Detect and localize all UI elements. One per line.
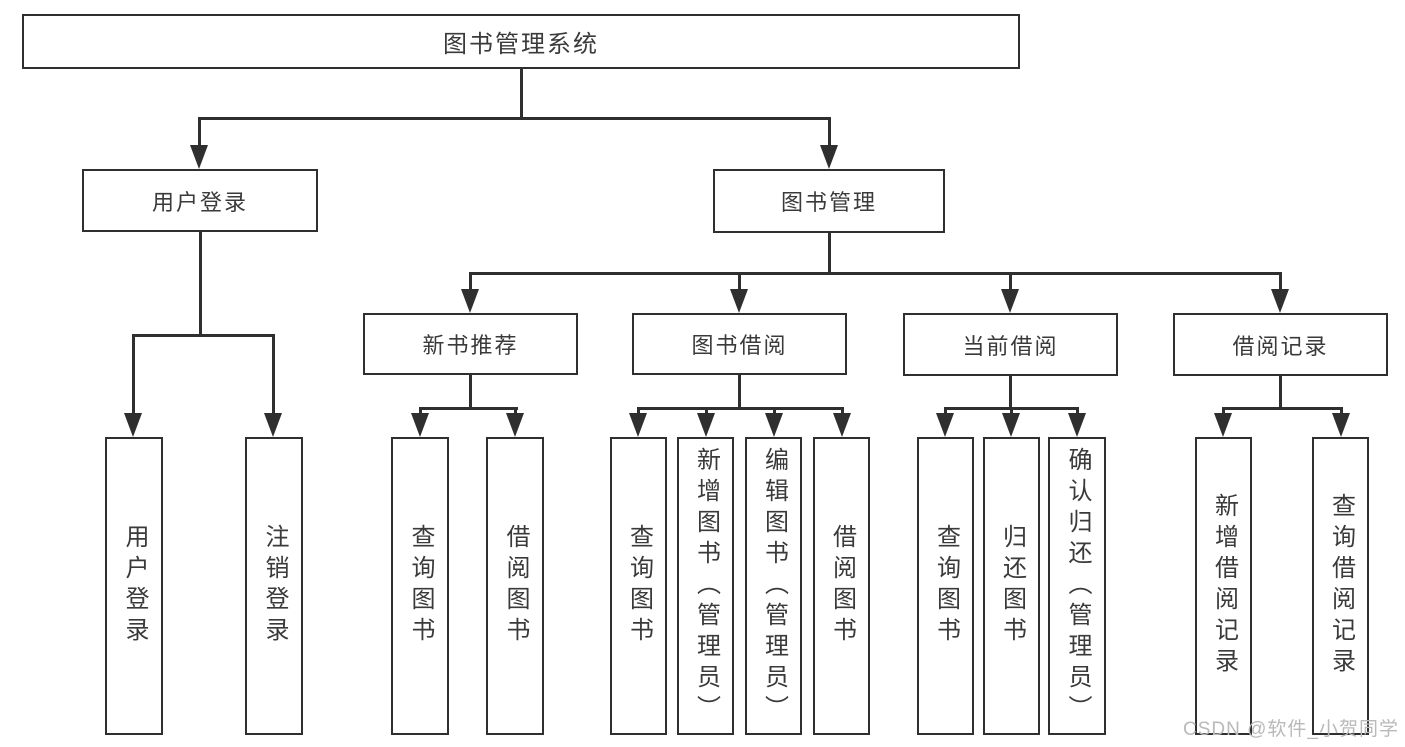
connector-g4-child1 (944, 407, 947, 417)
arrowhead-g3-child1 (629, 413, 647, 437)
connector-g3-child4 (841, 407, 844, 417)
leaf-logout-label: 注销登录 (261, 524, 288, 648)
node-book-management: 图书管理 (713, 169, 945, 233)
connector-to-book-borrow (738, 272, 741, 290)
leaf-query-book-g2: 查询图书 (391, 437, 449, 735)
arrowhead-g2-child2 (506, 413, 524, 437)
csdn-watermark: CSDN @软件_小贺同学 (1183, 719, 1399, 740)
arrowhead-g2-child1 (411, 413, 429, 437)
arrowhead-new-book (461, 289, 479, 313)
arrowhead-g3-child3 (765, 413, 783, 437)
connector-g2-child2 (514, 407, 517, 417)
leaf-add-book-admin: 新增图书（管理员） (677, 437, 734, 735)
node-root-library-system: 图书管理系统 (22, 14, 1020, 69)
connector-g3-child1 (637, 407, 640, 417)
arrowhead-g5-child1 (1214, 413, 1232, 437)
connector-g5-child1 (1222, 407, 1225, 417)
leaf-query-book-g3-label: 查询图书 (625, 524, 653, 648)
arrowhead-book-borrow (730, 289, 748, 313)
leaf-confirm-return-admin-label: 确认归还（管理员） (1064, 446, 1091, 726)
connector-root-stub (520, 69, 523, 117)
leaf-query-book-g4-label: 查询图书 (932, 524, 960, 648)
node-root-label: 图书管理系统 (443, 31, 599, 58)
node-user-login: 用户登录 (82, 169, 318, 232)
connector-g5-child2 (1340, 407, 1343, 417)
leaf-query-book-g2-label: 查询图书 (407, 524, 434, 648)
node-book-borrowing-label: 图书借阅 (691, 333, 788, 358)
leaf-add-book-admin-label: 新增图书（管理员） (692, 446, 720, 726)
node-book-management-label: 图书管理 (780, 190, 877, 215)
leaf-add-borrow-record: 新增借阅记录 (1195, 437, 1252, 735)
node-borrowing-records-label: 借阅记录 (1232, 333, 1329, 359)
arrowhead-leaf-logout (264, 413, 282, 437)
connector-g4-child3 (1076, 407, 1079, 417)
arrowhead-g4-child2 (1002, 413, 1020, 437)
leaf-query-book-g4: 查询图书 (917, 437, 974, 735)
arrowhead-g4-child3 (1068, 413, 1086, 437)
connector-current-borrow-stub (1009, 376, 1012, 407)
leaf-query-book-g3: 查询图书 (610, 437, 667, 735)
leaf-query-borrow-record: 查询借阅记录 (1312, 437, 1369, 735)
connector-to-leaf-logout (272, 334, 275, 415)
connector-to-new-book (469, 272, 472, 290)
arrowhead-g5-child2 (1332, 413, 1350, 437)
node-new-book-recommend-label: 新书推荐 (422, 333, 519, 358)
leaf-query-borrow-record-label: 查询借阅记录 (1327, 493, 1355, 679)
connector-new-book-branch (419, 407, 518, 410)
arrowhead-user-login (190, 145, 208, 169)
node-new-book-recommend: 新书推荐 (363, 313, 578, 375)
leaf-borrow-book-g2: 借阅图书 (486, 437, 544, 735)
connector-g2-child1 (419, 407, 422, 417)
connector-g4-child2 (1010, 407, 1013, 417)
leaf-edit-book-admin-label: 编辑图书（管理员） (760, 446, 788, 726)
node-current-borrowing-label: 当前借阅 (962, 333, 1059, 359)
leaf-add-borrow-record-label: 新增借阅记录 (1210, 493, 1238, 679)
leaf-return-book-label: 归还图书 (998, 524, 1026, 648)
connector-book-mgmt-stub (828, 233, 831, 272)
node-current-borrowing: 当前借阅 (903, 313, 1118, 376)
connector-level2-branch (198, 117, 830, 120)
connector-to-current-borrow (1009, 272, 1012, 290)
leaf-user-login-label: 用户登录 (121, 524, 148, 648)
arrowhead-g4-child1 (936, 413, 954, 437)
connector-book-borrow-branch (637, 407, 843, 410)
connector-to-book-mgmt (828, 117, 831, 149)
leaf-borrow-book-g3-label: 借阅图书 (828, 524, 856, 648)
node-book-borrowing: 图书借阅 (632, 313, 847, 375)
connector-borrow-record-stub (1279, 376, 1282, 407)
arrowhead-borrow-record (1271, 289, 1289, 313)
connector-book-borrow-stub (738, 375, 741, 407)
leaf-edit-book-admin: 编辑图书（管理员） (745, 437, 802, 735)
connector-user-login-branch (132, 334, 274, 337)
leaf-user-login: 用户登录 (105, 437, 163, 735)
connector-level3-branch (469, 272, 1282, 275)
leaf-return-book: 归还图书 (983, 437, 1040, 735)
node-borrowing-records: 借阅记录 (1173, 313, 1388, 376)
leaf-logout: 注销登录 (245, 437, 303, 735)
arrowhead-current-borrow (1001, 289, 1019, 313)
connector-new-book-stub (469, 375, 472, 407)
arrowhead-book-mgmt (820, 145, 838, 169)
connector-borrow-record-branch (1222, 407, 1342, 410)
leaf-borrow-book-g2-label: 借阅图书 (502, 524, 529, 648)
leaf-borrow-book-g3: 借阅图书 (813, 437, 870, 735)
connector-to-borrow-record (1279, 272, 1282, 290)
arrowhead-g3-child2 (697, 413, 715, 437)
connector-to-leaf-login (132, 334, 135, 415)
arrowhead-leaf-login (124, 413, 142, 437)
connector-to-user-login (198, 117, 201, 149)
arrowhead-g3-child4 (833, 413, 851, 437)
connector-user-login-stub (199, 232, 202, 334)
connector-g3-child2 (705, 407, 708, 417)
node-user-login-label: 用户登录 (151, 189, 248, 215)
connector-g3-child3 (773, 407, 776, 417)
leaf-confirm-return-admin: 确认归还（管理员） (1048, 437, 1106, 735)
